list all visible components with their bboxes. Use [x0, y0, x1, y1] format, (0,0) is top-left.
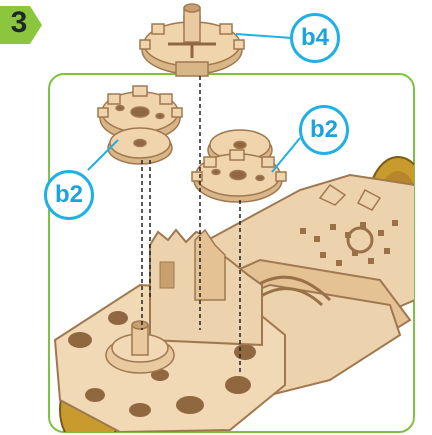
- callout-b2-left: b2: [44, 170, 94, 220]
- callout-b2-right: b2: [299, 105, 349, 155]
- gear-b4: [140, 4, 244, 76]
- callout-b4: b4: [290, 13, 340, 63]
- gear-b2-left: [98, 86, 182, 164]
- gear-b2-right: [192, 130, 286, 202]
